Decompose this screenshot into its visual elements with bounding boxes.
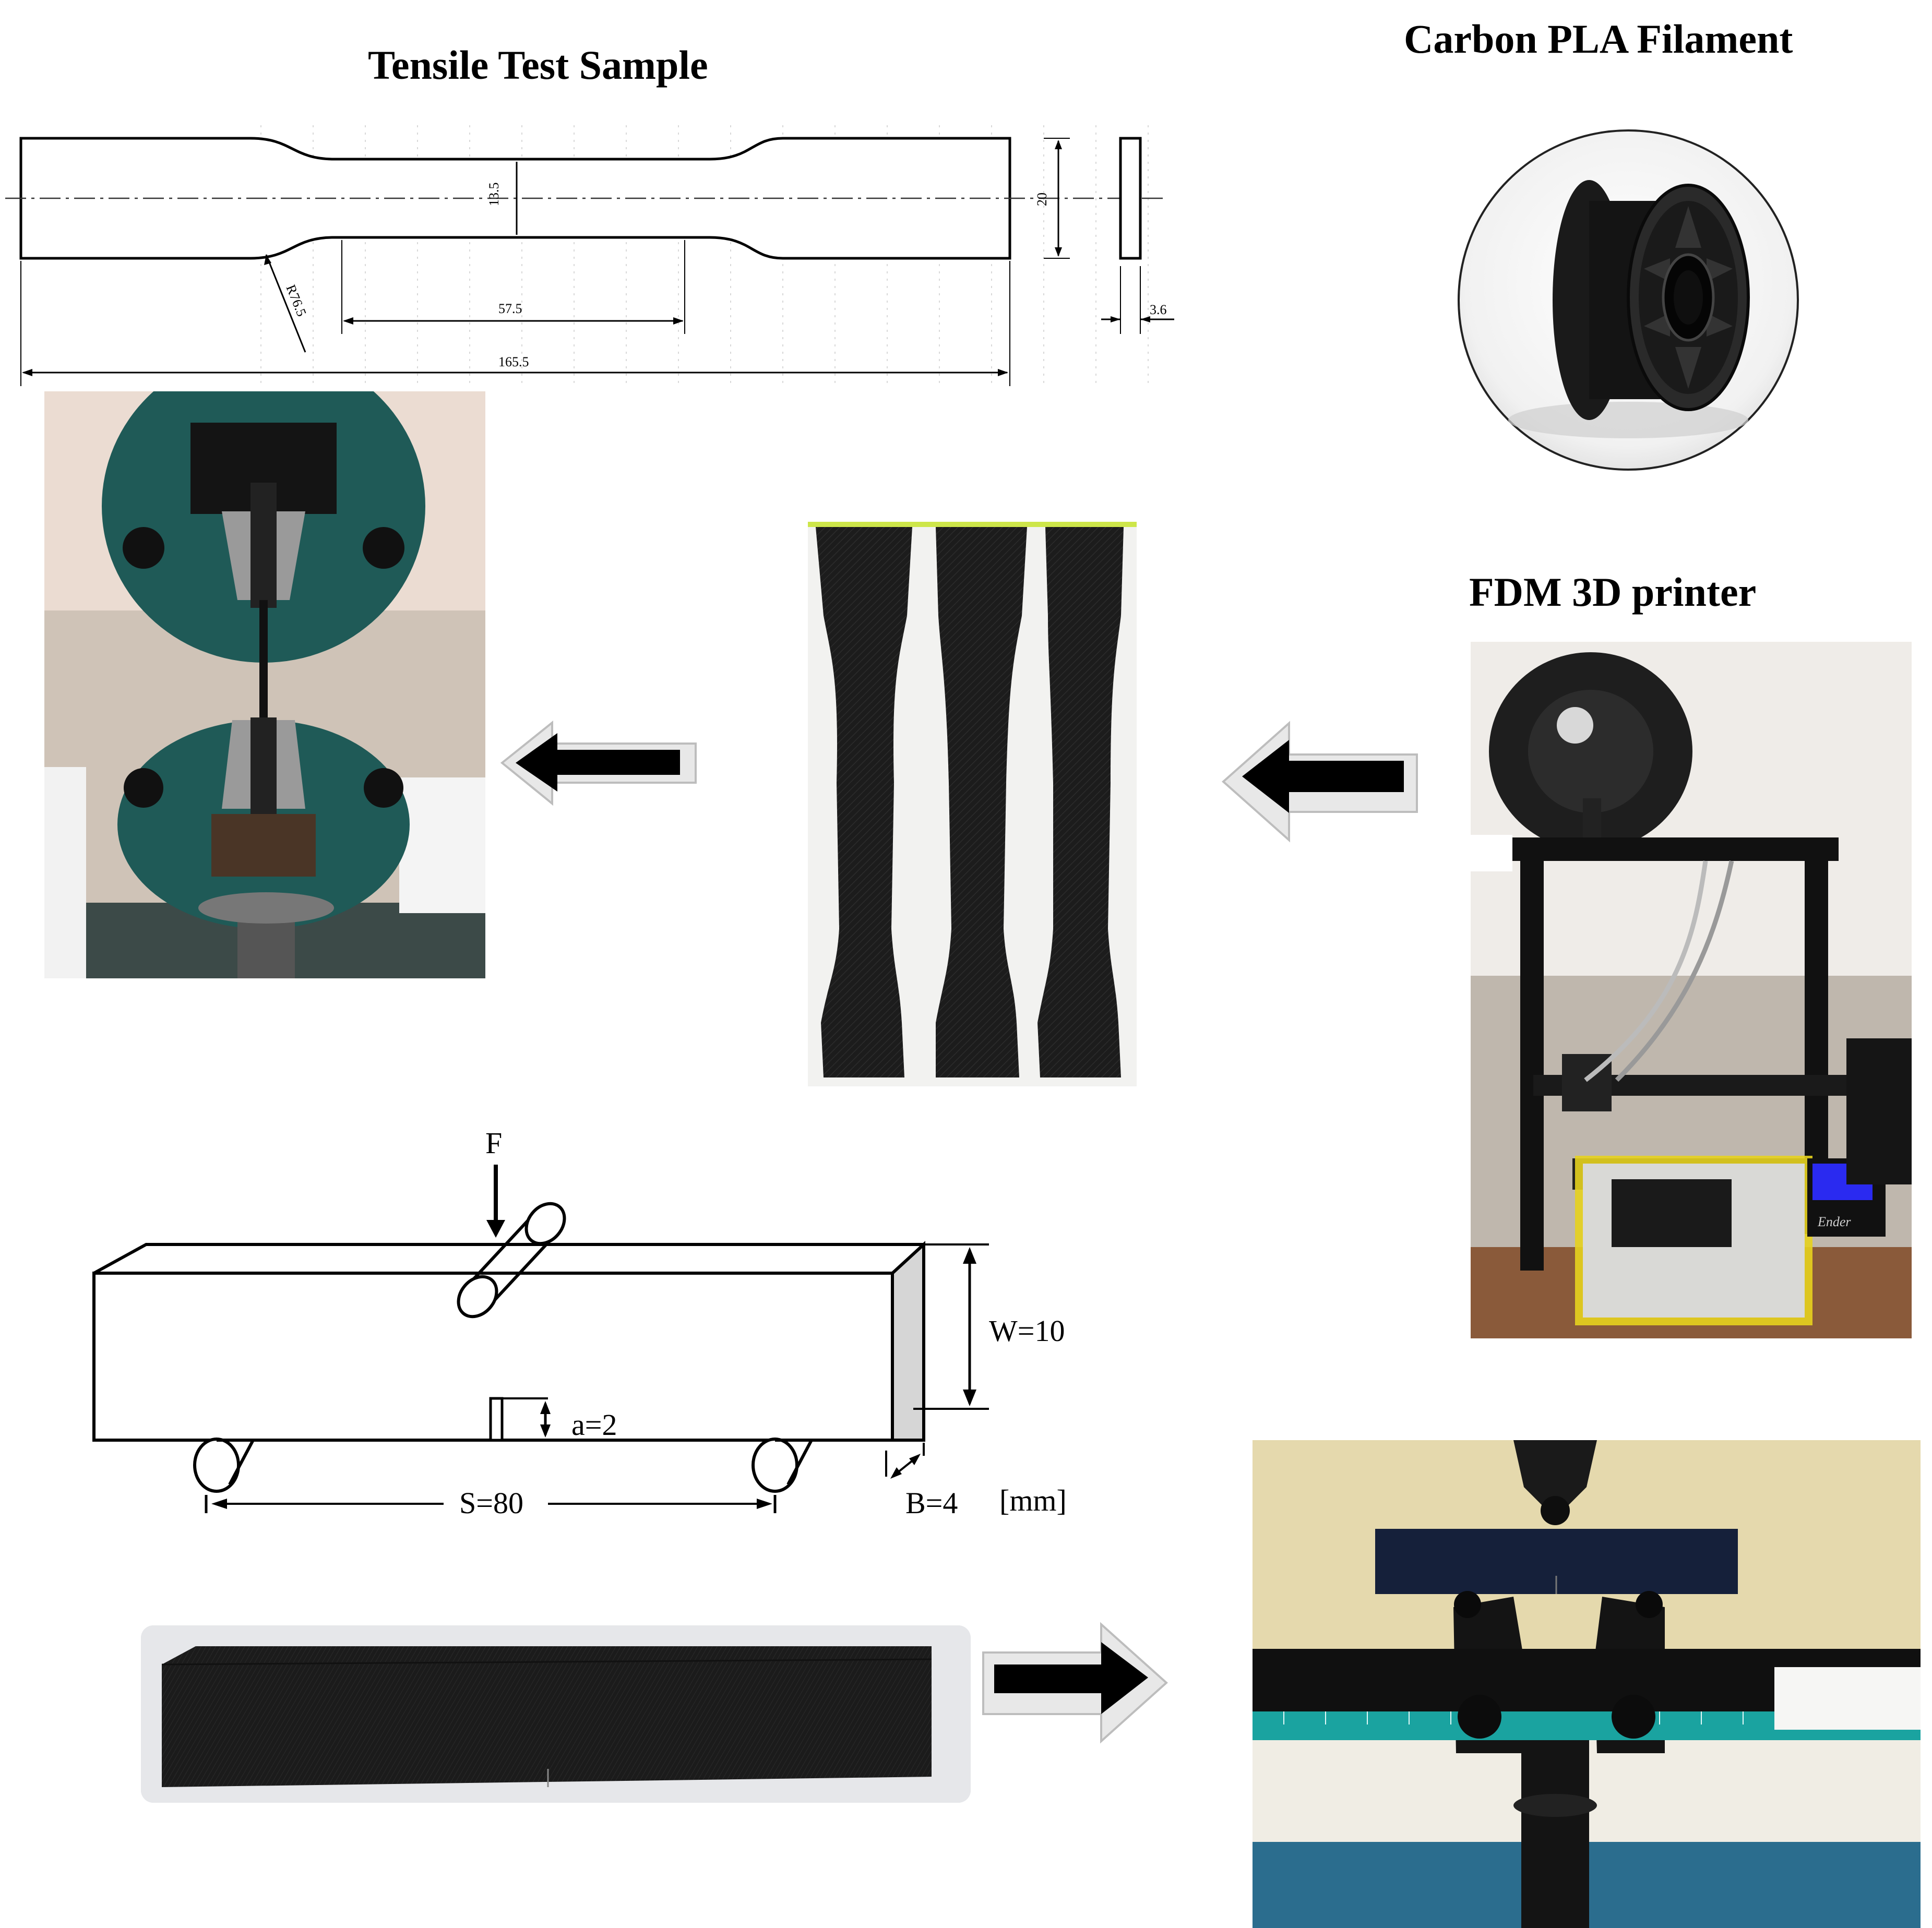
filament-title: Carbon PLA Filament <box>1404 16 1793 62</box>
width-label: W=10 <box>989 1314 1065 1348</box>
gauge-width-dim: 13.5 <box>486 183 502 207</box>
arrow-right-1 <box>982 1622 1168 1744</box>
tensile-sample-drawing: 13.5 20 R76.5 57.5 165.5 3.6 <box>5 125 1174 386</box>
side-view <box>1119 137 1142 260</box>
thickness-dim: 3.6 <box>1150 302 1167 317</box>
tensile-title: Tensile Test Sample <box>368 42 708 88</box>
total-length-dim: 165.5 <box>498 354 529 369</box>
arrow-left-2 <box>1221 721 1418 843</box>
thickness-label: B=4 <box>905 1486 958 1520</box>
ender-label: Ender <box>1817 1214 1851 1229</box>
notched-beam-photo <box>141 1625 971 1803</box>
filament-spool-photo <box>1458 129 1799 471</box>
force-label: F <box>485 1126 502 1160</box>
unit-label: [mm] <box>999 1483 1067 1517</box>
width-dim: 20 <box>1034 193 1050 206</box>
arrow-left-1 <box>500 720 697 806</box>
three-point-bend-drawing: F W=10 a=2 S=80 B=4 [mm] <box>92 1126 1067 1520</box>
printer-title: FDM 3D printer <box>1469 569 1757 615</box>
span-label: S=80 <box>459 1486 523 1520</box>
gauge-length-dim: 57.5 <box>498 301 522 316</box>
notch-label: a=2 <box>571 1408 617 1442</box>
printed-specimens-photo <box>808 522 1137 1086</box>
tensile-machine-photo <box>44 391 485 978</box>
radius-dim: R76.5 <box>283 282 309 318</box>
bend-fixture-photo <box>1253 1440 1921 1928</box>
fdm-printer-photo: Ender <box>1471 642 1912 1338</box>
